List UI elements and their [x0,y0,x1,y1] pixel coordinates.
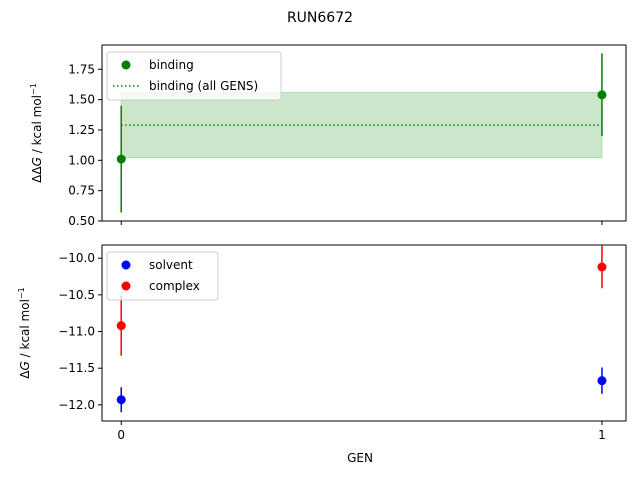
bottom-y-axis-label: ΔG / kcal mol−1 [17,287,32,378]
data-point [116,154,126,164]
bottom-axes-frame [101,244,627,422]
data-point [597,262,607,272]
legend-label: binding (all GENS) [149,79,258,93]
data-point [116,321,126,331]
data-point [597,376,607,386]
bottom-ytick-label: −11.0 [58,325,95,339]
legend-label: binding [149,58,194,72]
top-ytick-label: 0.50 [68,214,95,228]
top-ytick-label: 1.25 [68,123,95,137]
bottom-ytick-label: −10.5 [58,288,95,302]
legend-swatch [121,60,131,70]
bottom-legend [106,251,219,301]
top-panel: ΔΔG / kcal mol−1 0.50 0.75 1.00 1.25 1.50 1.7… [29,44,627,228]
top-axes-frame [101,44,627,222]
top-ytick-label: 1.75 [68,62,95,76]
legend-label: solvent [149,258,193,272]
bottom-xtick-label: 1 [598,428,606,442]
legend-swatch [121,260,131,270]
figure-title: RUN6672 [287,10,353,26]
data-point [597,90,607,100]
bottom-ytick-label: −10.0 [58,251,95,265]
data-point [116,395,126,405]
bottom-ytick-label: −12.0 [58,398,95,412]
top-y-axis-label: ΔΔG / kcal mol−1 [29,83,44,183]
top-legend [106,51,282,101]
legend-swatch [121,281,131,291]
top-ytick-label: 0.75 [68,184,95,198]
bottom-x-axis-label: GEN [347,451,373,465]
bottom-xtick-label: 0 [117,428,125,442]
top-ytick-label: 1.00 [68,153,95,167]
legend-label: complex [149,279,200,293]
bottom-ytick-label: −11.5 [58,361,95,375]
top-ytick-label: 1.50 [68,93,95,107]
bottom-panel: ΔG / kcal mol−1 GEN −12.0 −11.5 −11.0 −10.5… [17,244,627,465]
